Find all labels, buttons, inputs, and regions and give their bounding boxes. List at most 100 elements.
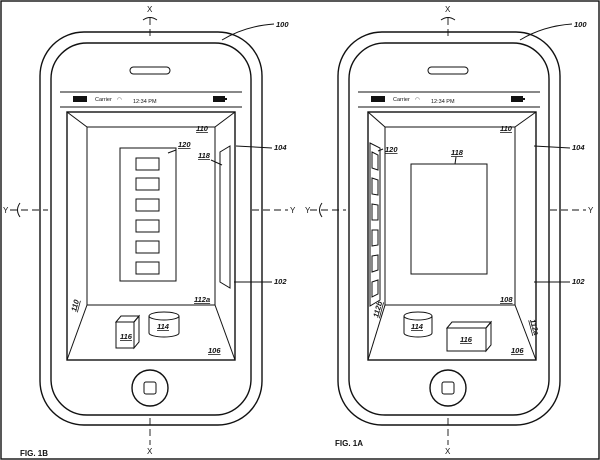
wifi-icon: ◠	[415, 97, 420, 103]
label-screen: 102	[274, 277, 287, 286]
label-cylinder: 114	[411, 322, 424, 331]
side-button-5	[371, 254, 379, 273]
signal-icon	[371, 96, 385, 102]
side-panel-118	[219, 145, 231, 289]
side-panel-120	[369, 142, 381, 307]
label-side-panel: 120	[385, 145, 398, 154]
battery-icon	[511, 96, 523, 102]
axis-left-label: Y	[3, 206, 9, 215]
panel-118	[410, 163, 488, 275]
device-inner	[348, 42, 550, 416]
perspective-line-tl	[367, 111, 386, 128]
panel-button-3	[135, 198, 160, 212]
side-button-4	[371, 229, 379, 247]
speaker-slot	[129, 66, 171, 75]
device-inner	[50, 42, 252, 416]
panel-button-1	[135, 157, 160, 171]
leader-side-panel	[210, 159, 223, 166]
cube-116	[445, 320, 493, 353]
rotation-arrow-top	[440, 17, 456, 21]
figure-1b-caption: FIG. 1B	[20, 449, 48, 458]
rotation-arrow-left	[17, 202, 21, 218]
device-outer	[39, 31, 263, 426]
perspective-line-tr	[514, 111, 537, 128]
back-wall	[86, 126, 216, 306]
label-cube: 116	[120, 332, 133, 341]
perspective-line-br	[214, 304, 236, 361]
leader-panel	[167, 149, 177, 154]
status-time: 12:34 PM	[133, 99, 157, 105]
label-wall-top: 110	[196, 124, 209, 133]
axis-bottom-label: X	[147, 447, 153, 456]
perspective-line-tl	[66, 111, 88, 128]
label-display-edge: 104	[274, 143, 287, 152]
leader-display-edge	[533, 145, 571, 149]
home-button-square	[441, 381, 455, 395]
cylinder-114	[148, 311, 180, 338]
home-button	[429, 369, 467, 407]
screen-outer	[367, 111, 537, 361]
signal-icon	[73, 96, 87, 102]
wifi-icon: ◠	[117, 97, 122, 103]
home-button-square	[143, 381, 157, 395]
label-side-panel: 118	[198, 151, 211, 160]
label-device: 100	[276, 20, 289, 29]
label-cube: 116	[460, 335, 473, 344]
label-floor-edge: 112a	[194, 295, 210, 304]
screen-outer	[66, 111, 236, 361]
side-button-6	[371, 279, 379, 298]
axis-right-label: Y	[588, 206, 594, 215]
label-panel: 118	[451, 148, 464, 157]
side-button-1	[371, 151, 379, 171]
panel-120	[119, 147, 177, 282]
axis-left-label: Y	[305, 206, 311, 215]
figure-1a-caption: FIG. 1A	[335, 439, 363, 448]
device-outer	[337, 31, 561, 426]
side-button-2	[371, 177, 379, 196]
label-floor: 106	[208, 346, 221, 355]
axis-bottom-label: X	[445, 447, 451, 456]
rotation-arrow-left	[319, 202, 323, 218]
panel-button-2	[135, 177, 160, 191]
status-carrier: Carrier	[393, 97, 410, 103]
leader-side-panel	[377, 148, 384, 152]
label-display-edge: 104	[572, 143, 585, 152]
label-panel: 120	[178, 140, 191, 149]
axis-top-label: X	[147, 5, 153, 14]
figure-1a: X X Y Y Carrier ◠ 12:34 PM	[305, 5, 594, 456]
leader-device	[221, 23, 275, 41]
home-button	[131, 369, 169, 407]
side-button-3	[371, 203, 379, 221]
status-time: 12:34 PM	[431, 99, 455, 105]
status-carrier: Carrier	[95, 97, 112, 103]
label-wall-top: 110	[500, 124, 513, 133]
speaker-slot	[427, 66, 469, 75]
rotation-arrow-top	[142, 17, 158, 21]
label-floor: 106	[511, 346, 524, 355]
panel-button-4	[135, 219, 160, 233]
battery-tip-icon	[225, 98, 227, 100]
battery-tip-icon	[523, 98, 525, 100]
label-floor-edge: 108	[500, 295, 513, 304]
perspective-line-bl	[66, 304, 88, 361]
label-wall-right: 112a	[528, 318, 541, 336]
axis-right-label: Y	[290, 206, 296, 215]
label-device: 100	[574, 20, 587, 29]
cube-116	[114, 314, 141, 350]
leader-display-edge	[235, 145, 273, 149]
label-screen: 102	[572, 277, 585, 286]
figure-1b: X X Y Y Carrier 12:34 PM ◠	[3, 5, 296, 458]
cylinder-114	[403, 311, 433, 338]
label-wall-left: 110	[69, 298, 81, 313]
leader-device	[519, 23, 573, 41]
label-cylinder: 114	[157, 322, 170, 331]
axis-top-label: X	[445, 5, 451, 14]
panel-button-6	[135, 261, 160, 275]
label-wall-left: 112b	[371, 300, 384, 319]
perspective-line-br	[514, 304, 537, 361]
panel-button-5	[135, 240, 160, 254]
perspective-line-tr	[214, 111, 236, 128]
